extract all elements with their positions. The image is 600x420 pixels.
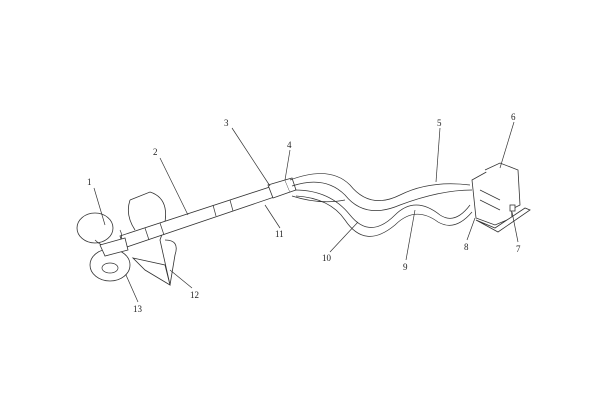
label-5: 5 [437,118,442,128]
label-3: 3 [224,118,229,128]
leader-lines [93,121,519,303]
label-9: 9 [403,262,408,272]
label-8: 8 [464,242,469,252]
label-13: 13 [133,304,143,314]
label-4: 4 [287,140,292,150]
label-1: 1 [87,177,92,187]
flexible-hoses [289,173,473,237]
reference-labels: 1 2 3 4 5 6 7 8 9 10 11 12 13 [87,112,521,314]
label-12: 12 [190,290,199,300]
label-2: 2 [153,147,158,157]
label-10: 10 [322,253,332,263]
guard-shield [127,191,177,286]
cutter-wheels [76,212,131,282]
coupling-block [267,177,297,199]
label-11: 11 [275,229,284,239]
label-6: 6 [511,112,516,122]
label-7: 7 [516,244,521,254]
backpack-engine [471,162,531,233]
